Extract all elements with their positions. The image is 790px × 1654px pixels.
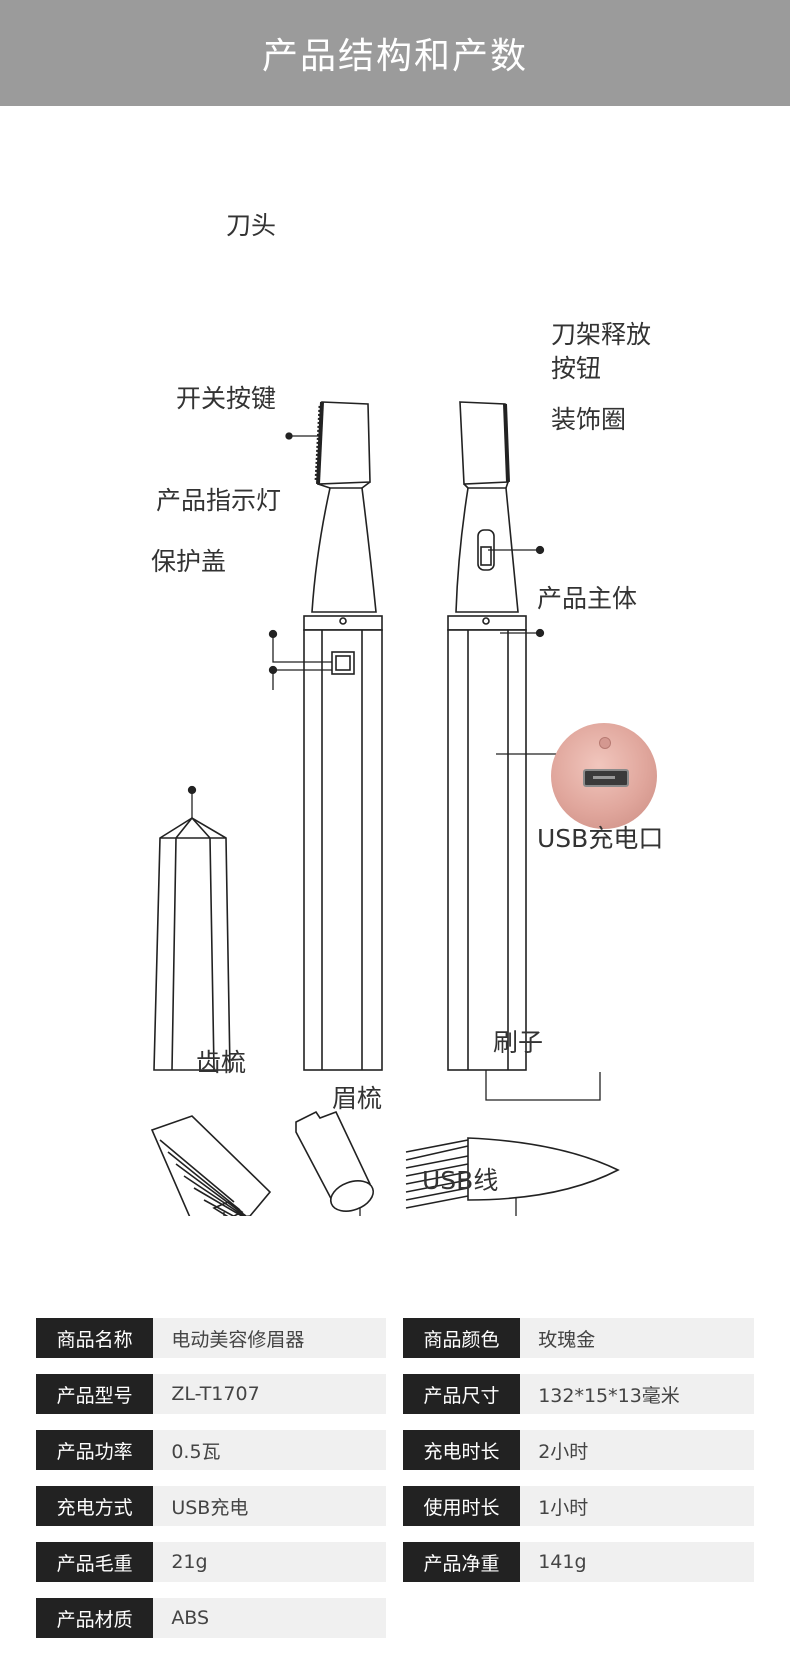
spec-table: 商品名称 电动美容修眉器 商品颜色 玫瑰金 产品型号 ZL-T1707 产品尺寸… [36, 1302, 754, 1654]
page-title: 产品结构和产数 [261, 36, 528, 77]
label-blade-release-2: 按钮 [551, 354, 602, 383]
label-decor-ring: 装饰圈 [551, 405, 627, 434]
spec-key: 商品名称 [36, 1318, 154, 1358]
label-usb-cable: USB线 [422, 1166, 499, 1195]
spec-value: 玫瑰金 [520, 1318, 754, 1358]
spec-row: 商品名称 电动美容修眉器 商品颜色 玫瑰金 [36, 1318, 754, 1358]
spec-key: 产品功率 [36, 1430, 154, 1470]
micro-usb-slot-icon [583, 769, 629, 787]
spec-key: 产品尺寸 [402, 1374, 521, 1414]
label-usb-port: USB充电口 [537, 824, 664, 853]
spec-key: 产品毛重 [36, 1542, 154, 1582]
spec-value: 电动美容修眉器 [153, 1318, 386, 1358]
product-structure-diagram [150, 401, 620, 1216]
trimmer-side-drawing [447, 401, 527, 1071]
spec-value: 141g [520, 1542, 754, 1582]
spec-key: 产品材质 [36, 1598, 154, 1638]
spec-key: 商品颜色 [402, 1318, 521, 1358]
page-header: 产品结构和产数 [0, 0, 790, 106]
spec-value: 21g [153, 1542, 386, 1582]
spec-key: 产品型号 [36, 1374, 154, 1414]
label-body: 产品主体 [537, 584, 638, 613]
label-tooth-comb: 齿梳 [196, 1048, 247, 1077]
label-brow-comb: 眉梳 [332, 1084, 383, 1113]
usb-port-photo [551, 723, 657, 829]
spec-value: 132*15*13毫米 [520, 1374, 754, 1414]
spec-value: 1小时 [520, 1486, 754, 1526]
label-brush: 刷子 [493, 1028, 544, 1057]
label-blade-release-1: 刀架释放 [551, 320, 652, 349]
brush-drawing [405, 1137, 620, 1209]
spec-value: 0.5瓦 [153, 1430, 386, 1470]
label-blade-head: 刀头 [226, 211, 277, 240]
label-switch-key: 开关按键 [176, 384, 277, 413]
spec-row: 产品型号 ZL-T1707 产品尺寸 132*15*13毫米 [36, 1374, 754, 1414]
spec-row: 产品功率 0.5瓦 充电时长 2小时 [36, 1430, 754, 1470]
brow-comb-drawing [295, 1110, 375, 1212]
spec-value: ZL-T1707 [153, 1374, 386, 1414]
protective-cap-drawing [153, 816, 231, 1071]
tooth-comb-drawing [150, 1115, 272, 1216]
spec-row: 产品材质 ABS [36, 1598, 754, 1638]
spec-value: ABS [153, 1598, 386, 1638]
trimmer-front-drawing [303, 401, 383, 1071]
label-indicator: 产品指示灯 [156, 486, 282, 515]
spec-key: 产品净重 [402, 1542, 521, 1582]
led-dot-icon [599, 737, 611, 749]
spec-key: 使用时长 [402, 1486, 521, 1526]
spec-row: 产品毛重 21g 产品净重 141g [36, 1542, 754, 1582]
label-cap: 保护盖 [151, 547, 227, 576]
spec-value: USB充电 [153, 1486, 386, 1526]
spec-value: 2小时 [520, 1430, 754, 1470]
spec-row: 充电方式 USB充电 使用时长 1小时 [36, 1486, 754, 1526]
spec-key: 充电时长 [402, 1430, 521, 1470]
spec-key: 充电方式 [36, 1486, 154, 1526]
